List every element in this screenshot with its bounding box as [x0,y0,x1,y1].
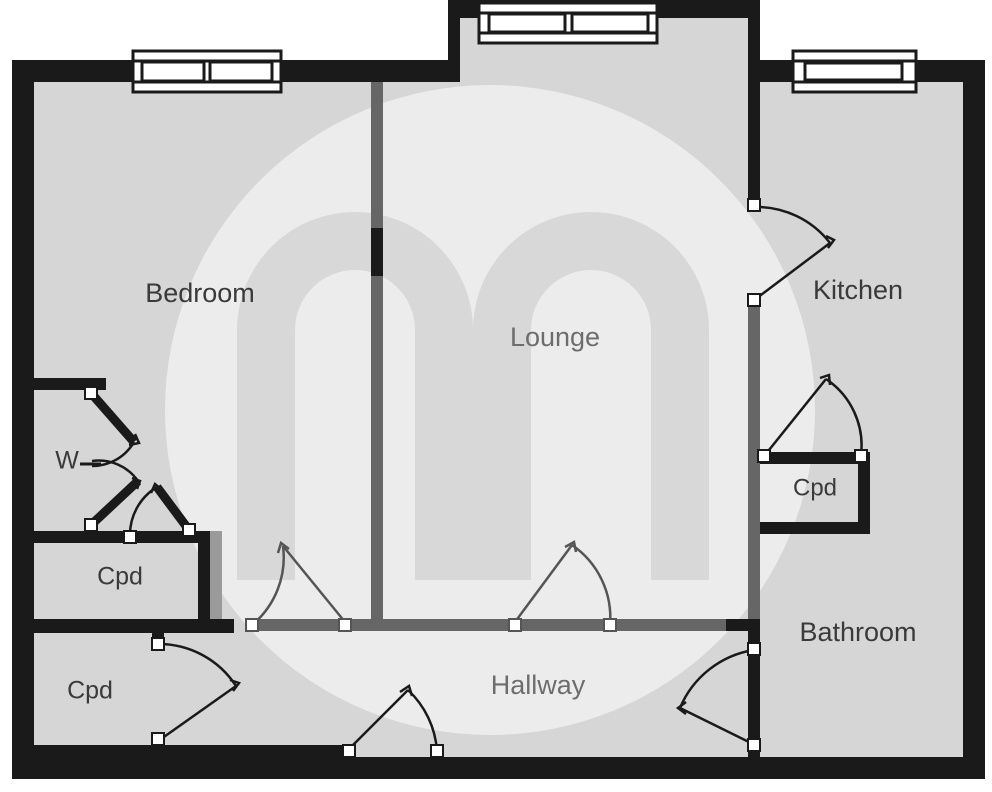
wall-bathroom-left [748,619,760,757]
room-label-lounge: Lounge [510,322,600,352]
door-bedroom [245,540,352,632]
wall-kitchen-top [748,82,760,204]
wall-lounge-hallway [246,619,726,631]
watermark-letter-m [237,212,709,580]
room-label-wardrobe: W [55,447,79,475]
window-lounge [477,1,659,45]
wall-shadow-left [210,531,222,619]
room-label-bathroom: Bathroom [799,617,916,647]
door-hallway-entry [342,684,444,758]
room-label-cpd-left-upper: Cpd [97,563,143,591]
door-bathroom [675,642,761,752]
room-label-hallway: Hallway [491,670,586,700]
wall-kitchen-lounge [748,300,760,631]
window-kitchen [791,49,918,94]
wall-cpd-left-upper-bottom [34,619,234,633]
wall-cpd-right-bottom [760,522,870,534]
door-lounge [508,540,617,632]
wall-shadows [210,531,222,619]
wall-cpd-right-top [760,452,870,464]
room-label-cpd-left-lower: Cpd [67,677,113,705]
wall-cpd-left-upper-side [198,531,210,619]
room-label-bedroom: Bedroom [145,278,255,308]
door-cpd-left-lower [151,637,242,746]
door-cpd-right [757,373,868,463]
wall-wardrobe-bottom [34,531,210,543]
room-label-kitchen: Kitchen [813,275,903,305]
wall-cpd-left-lower-base [34,745,354,757]
wall-cpd-right-side [858,452,870,534]
door-wardrobe-bifold-bottom [84,459,142,532]
window-bedroom [131,49,283,94]
door-wardrobe-bifold-top [84,386,141,468]
door-cpd-left-upper [123,481,196,544]
door-kitchen [747,198,836,307]
room-label-cpd-right: Cpd [793,474,837,501]
m-logo-watermark [165,85,815,735]
wall-segment-accent [371,228,383,276]
wall-bedroom-lounge [371,82,383,625]
wall-bathroom-top [726,619,760,631]
